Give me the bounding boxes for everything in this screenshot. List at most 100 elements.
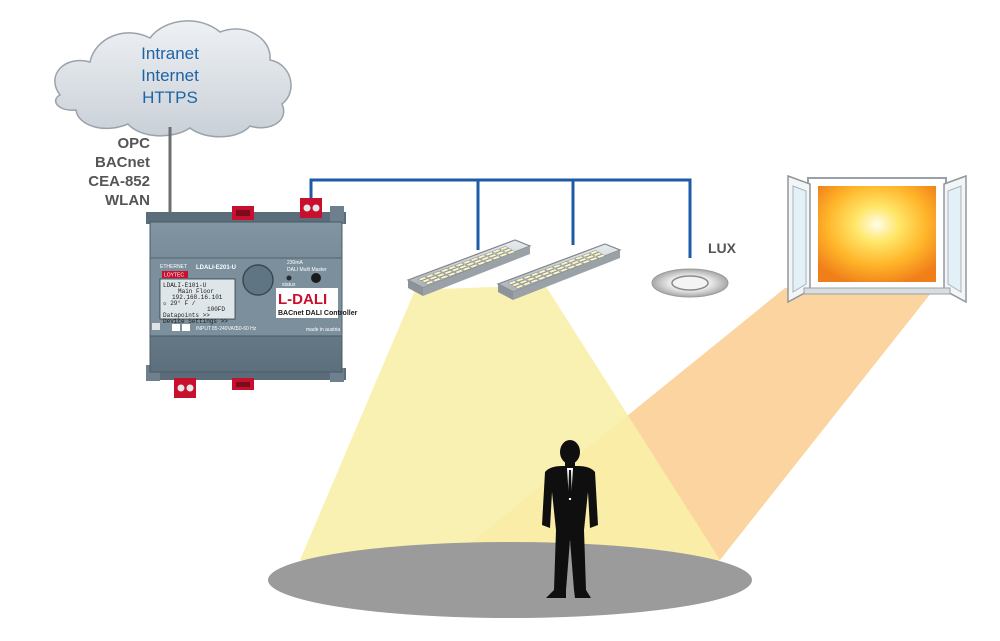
led-cell [529, 278, 540, 284]
dali-luminaire-1 [406, 239, 532, 296]
brand-subtitle: BACnet DALI Controller [278, 310, 358, 317]
led-cell [514, 277, 526, 283]
led-cell [424, 280, 435, 285]
lcd-line-7: Device Settings >> [163, 318, 228, 325]
protocol-wlan: WLAN [105, 192, 150, 209]
frequency-label: 50-60 Hz [236, 326, 257, 332]
lcd-display [159, 278, 236, 320]
led-cell [559, 261, 570, 266]
bus-title: DALI Multi Master [287, 267, 327, 273]
lux-sensor [651, 268, 729, 298]
led-cell [483, 258, 494, 263]
led-cell [505, 250, 517, 255]
led-cell [510, 282, 522, 287]
protocol-opc: OPC [117, 135, 150, 152]
jog-dial [242, 264, 274, 296]
input-label: INPUT [196, 326, 211, 332]
cloud-line-internet: Internet [141, 66, 199, 85]
led-cell [498, 246, 510, 251]
led-cell [581, 259, 592, 264]
led-cell [461, 259, 473, 265]
led-cell [432, 270, 443, 276]
led-cell [562, 263, 574, 268]
led-cell [491, 255, 502, 260]
led-cell [540, 271, 551, 276]
led-cell [472, 259, 484, 264]
led-cell [566, 265, 577, 270]
lcd-line-5: 100FD [207, 306, 225, 313]
led-cell [446, 272, 457, 277]
led-cell [577, 257, 588, 263]
led-cell [518, 279, 529, 285]
led-cell [533, 274, 544, 279]
led-cell [428, 275, 439, 281]
led-cell [588, 256, 599, 262]
brand-name: L-DALI [278, 291, 327, 308]
led-cell [573, 255, 585, 261]
led-cell [487, 253, 498, 259]
led-cell [581, 252, 592, 258]
led-cell [514, 284, 525, 289]
led-cell [592, 252, 603, 257]
lamp-light-cone [300, 285, 720, 610]
led-cell [450, 267, 461, 272]
cloud-line-https: HTTPS [142, 88, 198, 107]
led-cell [417, 276, 428, 281]
led-cell [558, 267, 570, 273]
model-number: LDALI-E201-U [196, 265, 236, 271]
status-label: status [282, 282, 296, 288]
dali-luminaire-2 [496, 243, 622, 300]
led-cell [544, 266, 555, 272]
led-cell [551, 270, 562, 275]
led-cell [483, 251, 495, 257]
ldali-controller [146, 198, 346, 398]
network-cloud [54, 20, 292, 138]
led-cell [476, 254, 487, 259]
made-in-label: made in austria [306, 327, 340, 333]
led-cell [551, 263, 563, 269]
led-cell [498, 252, 509, 258]
led-cell [522, 274, 533, 280]
dali-bus-wire [309, 178, 692, 258]
led-cell [420, 278, 432, 283]
protocol-cea852: CEA-852 [88, 173, 150, 190]
led-cell [536, 276, 547, 281]
lcd-line-2: Main Floor [178, 288, 214, 295]
led-cell [584, 254, 596, 260]
led-cell [491, 248, 502, 254]
led-cell [424, 273, 436, 279]
led-cell [494, 250, 506, 256]
led-cell [469, 257, 480, 262]
lcd-line-1: LDALI-E101-U [163, 282, 207, 289]
lcd-line-3: 192.168.16.101 [172, 294, 223, 301]
led-cell [570, 260, 581, 265]
led-cell [573, 262, 584, 267]
protocol-bacnet: BACnet [95, 154, 150, 171]
led-cell [521, 281, 533, 286]
bus-rating: 230mA [287, 260, 304, 266]
led-cell [468, 263, 480, 269]
led-cell [555, 265, 566, 271]
led-cell [595, 254, 607, 259]
led-cell [443, 270, 454, 275]
lcd-line-4: ☼ 29° F / [163, 300, 196, 307]
lcd-line-6: Datapoints >> [163, 312, 210, 319]
led-cell [431, 277, 443, 282]
led-cell [439, 268, 450, 273]
logo-text: LOYTEC [164, 273, 184, 279]
led-cell [502, 248, 513, 253]
led-cell [454, 262, 465, 268]
led-cell [588, 250, 600, 255]
led-cell [547, 268, 559, 274]
led-cell [529, 272, 540, 277]
led-cell [507, 280, 518, 285]
led-cell [439, 274, 450, 280]
lux-sensor-label: LUX [708, 240, 737, 256]
window-with-sun [787, 174, 967, 304]
cloud-line-intranet: Intranet [141, 44, 199, 63]
floor-spot [268, 542, 752, 618]
led-cell [525, 276, 536, 282]
led-cell [454, 269, 465, 274]
